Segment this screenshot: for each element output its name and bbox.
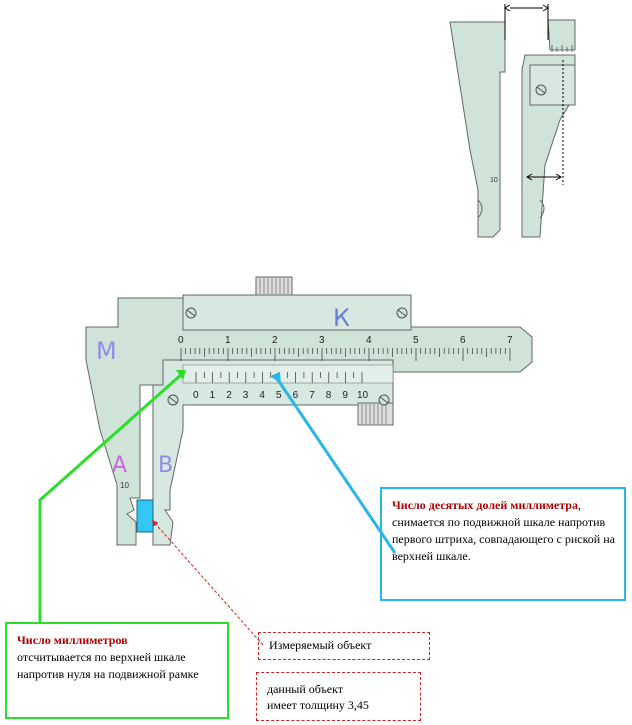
main-scale-label: 0: [178, 335, 184, 346]
callout-thickness-line1: данный объект: [267, 682, 344, 696]
frame-screw-right: [378, 394, 390, 406]
vernier-label: 10: [357, 390, 369, 401]
upper-slider-screw-right: [396, 307, 408, 319]
detail-moving-jaw: [547, 19, 576, 51]
callout-tenths: Число десятых долей миллиметра, снимаетс…: [380, 487, 626, 601]
main-scale-label: 7: [507, 335, 513, 346]
vernier-label: 2: [226, 390, 232, 401]
depth-rod-wheel: [357, 402, 394, 426]
callout-object: Измеряемый объект: [258, 632, 430, 660]
callout-mm: Число миллиметров отсчитывается по верхн…: [5, 622, 229, 719]
callout-tenths-body: , снимается по подвижной шкале напротив …: [392, 498, 615, 563]
vernier-label: 8: [326, 390, 332, 401]
main-scale-labels: 0 1 2 3 4 5 6 7: [178, 335, 513, 346]
detail-jaw-label: 10: [490, 177, 498, 184]
detail-dimension-bottom: [526, 60, 564, 185]
callout-thickness: данный объект имеет толщину 3,45: [256, 672, 421, 721]
callout-mm-title: Число миллиметров: [17, 633, 128, 647]
main-scale-label: 3: [319, 335, 325, 346]
vernier-label: 6: [293, 390, 299, 401]
vernier-label: 4: [259, 390, 265, 401]
detail-notch: [477, 199, 483, 219]
red-pointer: [151, 519, 264, 646]
thumb-wheel-knurl: [259, 278, 289, 294]
vernier-label: 7: [309, 390, 315, 401]
callout-thickness-line2: имеет толщину 3,45: [267, 698, 369, 712]
frame-screw-left: [167, 394, 179, 406]
upper-slider-screw-left: [185, 307, 197, 319]
detail-fixed-jaw: [449, 21, 506, 238]
detail-dimension-top: [504, 4, 549, 40]
main-scale-label: 5: [413, 335, 419, 346]
vernier-window: [182, 364, 394, 384]
measured-object: [136, 499, 154, 533]
depth-wheel-knurl: [361, 404, 387, 424]
vernier-label: 9: [342, 390, 348, 401]
main-scale-label: 2: [272, 335, 278, 346]
letter-b: В: [158, 453, 173, 478]
vernier-label: 3: [243, 390, 249, 401]
upper-slider: [182, 294, 412, 331]
letter-k: К: [333, 304, 350, 332]
main-scale-ticks: [180, 348, 511, 361]
cyan-pointer: [270, 372, 397, 554]
main-scale-label: 6: [460, 335, 466, 346]
callout-object-label: Измеряемый объект: [269, 638, 372, 652]
callout-mm-body: отсчитывается по верхней шкале напротив …: [17, 650, 199, 681]
detail-view: 10: [449, 4, 576, 238]
jaw-label: 10: [120, 481, 129, 490]
vernier-label: 1: [210, 390, 216, 401]
letter-m: М: [96, 337, 117, 365]
main-scale-label: 1: [225, 335, 231, 346]
detail-jaw-notch: [539, 199, 545, 219]
vernier-ticks: [195, 372, 363, 383]
sliding-frame: [152, 359, 394, 546]
detail-screw: [535, 84, 547, 96]
green-pointer: [38, 370, 186, 622]
detail-scale-ticks: [551, 45, 573, 52]
thumb-wheel: [255, 276, 293, 296]
detail-vernier-frame: [529, 64, 576, 106]
vernier-label: 5: [276, 390, 282, 401]
callout-tenths-title: Число десятых долей миллиметра: [392, 498, 578, 512]
letter-a: А: [112, 453, 127, 478]
vernier-label: 0: [193, 390, 199, 401]
main-scale-label: 4: [366, 335, 372, 346]
